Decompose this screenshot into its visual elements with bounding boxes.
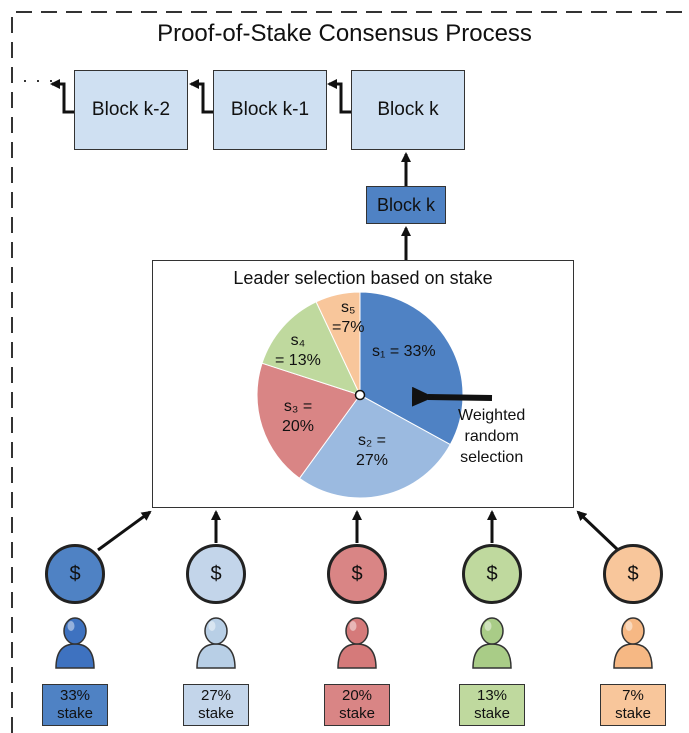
stake-arrow (576, 510, 620, 552)
stake-label: 13%stake (459, 684, 525, 726)
stake-word: stake (198, 705, 234, 722)
slice-label-s1: s₁ = 33% (372, 343, 436, 360)
block-k-minus-1: Block k-1 (213, 70, 327, 150)
coin-icon: $ (603, 544, 663, 604)
stake-word: stake (615, 705, 651, 722)
slice-label-s5: s₅ =7% (332, 299, 365, 336)
coin-icon: $ (327, 544, 387, 604)
stake-percent: 33% (59, 687, 91, 704)
coin-icon: $ (462, 544, 522, 604)
block-k-minus-2: Block k-2 (74, 70, 188, 150)
person-icon (472, 617, 512, 669)
stake-percent: 27% (200, 687, 232, 704)
stake-label: 33%stake (42, 684, 108, 726)
chain-link-arrow (50, 79, 74, 114)
stake-arrow (97, 510, 152, 552)
new-block: Block k (366, 186, 446, 224)
person-icon (613, 617, 653, 669)
block-k: Block k (351, 70, 465, 150)
slice-label-s3: s₃ = 20% (282, 398, 315, 435)
slice-label-s2: s₂ = 27% (356, 432, 389, 469)
person-icon (55, 617, 95, 669)
stake-label: 20%stake (324, 684, 390, 726)
dashed-frame (11, 11, 689, 733)
chain-link-arrow (189, 79, 213, 114)
slice-label-s4: s₄ = 13% (275, 332, 321, 369)
stake-word: stake (474, 705, 510, 722)
stake-percent: 13% (476, 687, 508, 704)
coin-icon: $ (186, 544, 246, 604)
stake-percent: 20% (341, 687, 373, 704)
stake-word: stake (57, 705, 93, 722)
diagram-title: Proof-of-Stake Consensus Process (157, 20, 532, 47)
person-icon (337, 617, 377, 669)
person-icon (196, 617, 236, 669)
leader-selection-title: Leader selection based on stake (233, 268, 493, 288)
coin-icon: $ (45, 544, 105, 604)
chain-link-arrow (327, 79, 351, 114)
stake-label: 27%stake (183, 684, 249, 726)
stake-percent: 7% (622, 687, 644, 704)
stake-label: 7%stake (600, 684, 666, 726)
chain-continuation: · · · (22, 70, 55, 90)
weighted-random-selection-label: Weighted random selection (458, 407, 526, 466)
stake-word: stake (339, 705, 375, 722)
